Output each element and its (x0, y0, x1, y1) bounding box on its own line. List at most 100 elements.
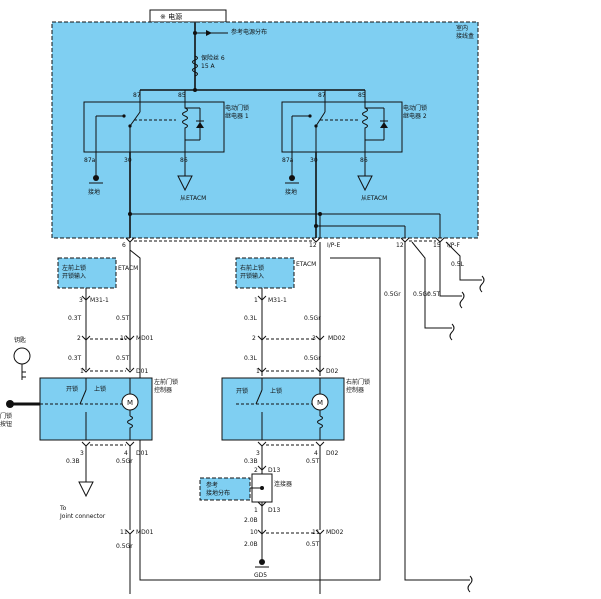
connector-chevron (81, 441, 91, 447)
right-w-05gr-a: 0.5Gr (384, 291, 401, 298)
ground-icon (89, 175, 103, 184)
right-conn-d13: D13 (268, 467, 280, 474)
ground-gd5: GD5 (254, 572, 267, 579)
right-pin11: 11 (312, 529, 320, 536)
left-conn-d01: D01 (136, 368, 148, 375)
left-pin3b: 3 (80, 450, 84, 457)
relay1-switch-arm (129, 111, 141, 127)
wire-break-icon (467, 575, 473, 593)
etacm-arrow-icon (357, 175, 373, 192)
arrow-icon (206, 30, 212, 36)
connector-chevron (311, 237, 321, 243)
relay2-coil (362, 102, 368, 152)
left-w-03t-a: 0.3T (68, 315, 82, 322)
to-joint-1: To (59, 505, 67, 512)
right-switch-arm (255, 389, 263, 405)
branch-wire-2 (411, 241, 452, 329)
connector-chevron (81, 295, 91, 301)
right-pin4: 4 (314, 450, 318, 457)
to-joint-2: Joint connector (59, 513, 106, 520)
right-pin1c: 1 (254, 507, 258, 514)
right-switch-lock: 上锁 (270, 387, 282, 395)
left-etacm-box-2: 开锁输入 (62, 272, 86, 280)
right-motor-coil (317, 415, 323, 440)
relay2-pin-87: 87 (318, 92, 326, 99)
relay2-ground-label: 接地 (285, 188, 297, 196)
left-pin3: 3 (79, 297, 83, 304)
left-w-05t-a: 0.5T (116, 315, 130, 322)
relay1-ground-label: 接地 (88, 188, 100, 196)
left-switch-arm (79, 389, 87, 405)
left-pin4: 4 (124, 450, 128, 457)
left-w-03t-b: 0.3T (68, 355, 82, 362)
key-cyl-1: 门锁 (0, 412, 12, 420)
relay-2: 87 85 电动门锁 继电器 2 87a 30 86 (281, 92, 427, 164)
right-w-03l-a: 0.3L (244, 315, 258, 322)
conn-12b: 12 (396, 242, 404, 249)
wire-break-icon (459, 291, 465, 309)
left-w-03b: 0.3B (66, 458, 80, 465)
relay1-pin-86: 86 (180, 157, 188, 164)
right-conn-m31: M31-1 (268, 297, 287, 304)
relay1-pin-85: 85 (178, 92, 186, 99)
relay2-label-2: 继电器 2 (403, 112, 427, 120)
splice-dot (193, 88, 197, 92)
connector-chevron (81, 367, 91, 373)
splice-dot (314, 224, 318, 228)
motor-icon-m: M (127, 399, 133, 407)
left-pin1: 1 (80, 368, 84, 375)
right-conn-d13b: D13 (268, 507, 280, 514)
right-w-05l: 0.5L (451, 261, 465, 268)
right-switch-unlock: 开锁 (236, 387, 248, 395)
right-pin10: 10 (250, 529, 258, 536)
connector-chevron (315, 441, 325, 447)
branch-wire-3 (439, 242, 462, 297)
left-conn-md01: MD01 (136, 335, 154, 342)
right-pin3: 3 (312, 335, 316, 342)
ground-icon (285, 175, 299, 184)
key-label: 钥匙 (14, 336, 26, 344)
connector-chevron (257, 295, 267, 301)
relay-1: 87 85 电动门锁 继电器 1 87a 30 86 (83, 92, 249, 164)
ground-note-2: 接地分布 (206, 489, 230, 497)
relay1-pin-87: 87 (133, 92, 141, 99)
joint-arrow-icon (78, 481, 94, 498)
junction-box-title-2: 接线盒 (456, 32, 474, 40)
right-pin1b: 1 (256, 368, 260, 375)
relay-2-outline (281, 101, 403, 153)
right-conn-md02: MD02 (328, 335, 346, 342)
junction-box (51, 21, 479, 239)
right-w-05gr-b: 0.5Gr (413, 291, 430, 298)
relay-1-outline (83, 101, 225, 153)
relay1-pin-30: 30 (124, 157, 132, 164)
right-etacm-box-2: 开锁输入 (240, 272, 264, 280)
branch-wire-1 (404, 242, 470, 581)
relay1-label-1: 电动门锁 (225, 104, 249, 112)
right-conn-d02: D02 (326, 368, 338, 375)
splice-dot (128, 212, 132, 216)
right-pin2: 2 (252, 335, 256, 342)
left-etacm-label: ETACM (118, 265, 138, 272)
left-w-05gr: 0.5Gr (116, 458, 133, 465)
left-pin2: 2 (77, 335, 81, 342)
conn-6: 6 (122, 242, 126, 249)
key-cyl-2: 按钮 (0, 420, 12, 428)
left-conn-d01b: D01 (136, 450, 148, 457)
right-etacm-label: ETACM (296, 261, 316, 268)
right-actuator-1: 右前门锁 (346, 378, 370, 386)
motor-icon-m: M (317, 399, 323, 407)
connector-chevron (257, 335, 267, 341)
right-pin3b: 3 (256, 450, 260, 457)
connector-chevron (315, 335, 325, 341)
etacm-arrow-icon (177, 175, 193, 192)
diode-icon (380, 122, 388, 128)
left-w-05gr-b: 0.5Gr (116, 543, 133, 550)
right-w-05t: 0.5T (427, 291, 441, 298)
relay1-pin-87a: 87a (84, 157, 96, 164)
lock-knob-icon (6, 400, 14, 408)
right-conn-md02b: MD02 (326, 529, 344, 536)
right-etacm-box (235, 257, 295, 289)
ground-note-1: 参考 (206, 481, 218, 489)
left-conn-m31: M31-1 (90, 297, 109, 304)
